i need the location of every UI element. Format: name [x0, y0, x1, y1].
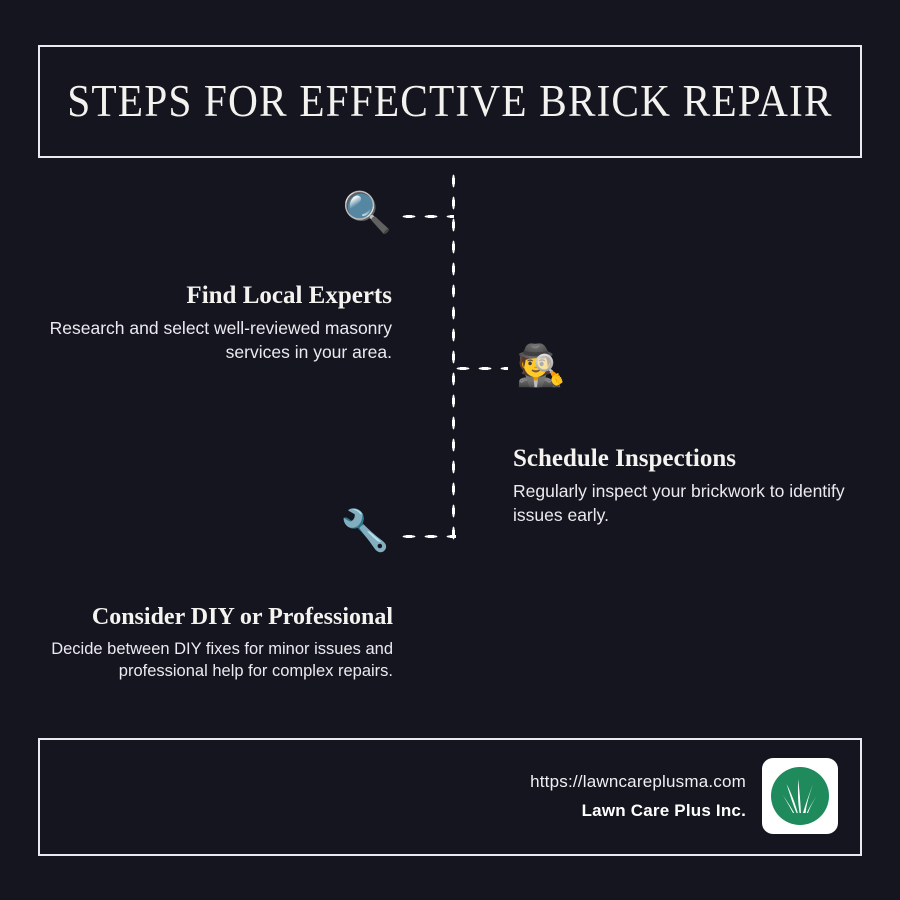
footer-content: https://lawncareplusma.com Lawn Care Plu… [530, 758, 838, 834]
website-url[interactable]: https://lawncareplusma.com [530, 771, 746, 791]
detective-icon: 🕵️ [516, 343, 566, 389]
step-description: Regularly inspect your brickwork to iden… [513, 481, 845, 525]
title-box: STEPS FOR EFFECTIVE BRICK REPAIR [38, 45, 862, 158]
step-heading: Schedule Inspections [513, 445, 736, 472]
timeline-connector-step-3 [398, 534, 456, 539]
step-description: Research and select well-reviewed masonr… [49, 318, 392, 362]
lawn-care-plus-logo [762, 758, 838, 834]
step-heading: Find Local Experts [186, 282, 392, 309]
footer-box: https://lawncareplusma.com Lawn Care Plu… [38, 738, 862, 856]
timeline-dotted-line [451, 170, 456, 540]
wrench-icon: 🔧 [340, 508, 390, 554]
step-description: Decide between DIY fixes for minor issue… [51, 639, 393, 681]
step-item-consider-diy-or-professional: Consider DIY or Professional Decide betw… [40, 603, 393, 682]
grass-logo-icon [771, 767, 829, 825]
step-item-schedule-inspections: Schedule Inspections Regularly inspect y… [513, 444, 865, 527]
timeline-connector-step-1 [398, 214, 454, 219]
page-title: STEPS FOR EFFECTIVE BRICK REPAIR [67, 76, 833, 126]
step-heading: Consider DIY or Professional [91, 604, 393, 630]
timeline-connector-step-2 [452, 366, 508, 371]
magnifying-glass-icon: 🔍 [342, 190, 392, 236]
footer-text-group: https://lawncareplusma.com Lawn Care Plu… [530, 772, 746, 821]
step-item-find-local-experts: Find Local Experts Research and select w… [44, 281, 392, 364]
company-name: Lawn Care Plus Inc. [581, 800, 746, 820]
